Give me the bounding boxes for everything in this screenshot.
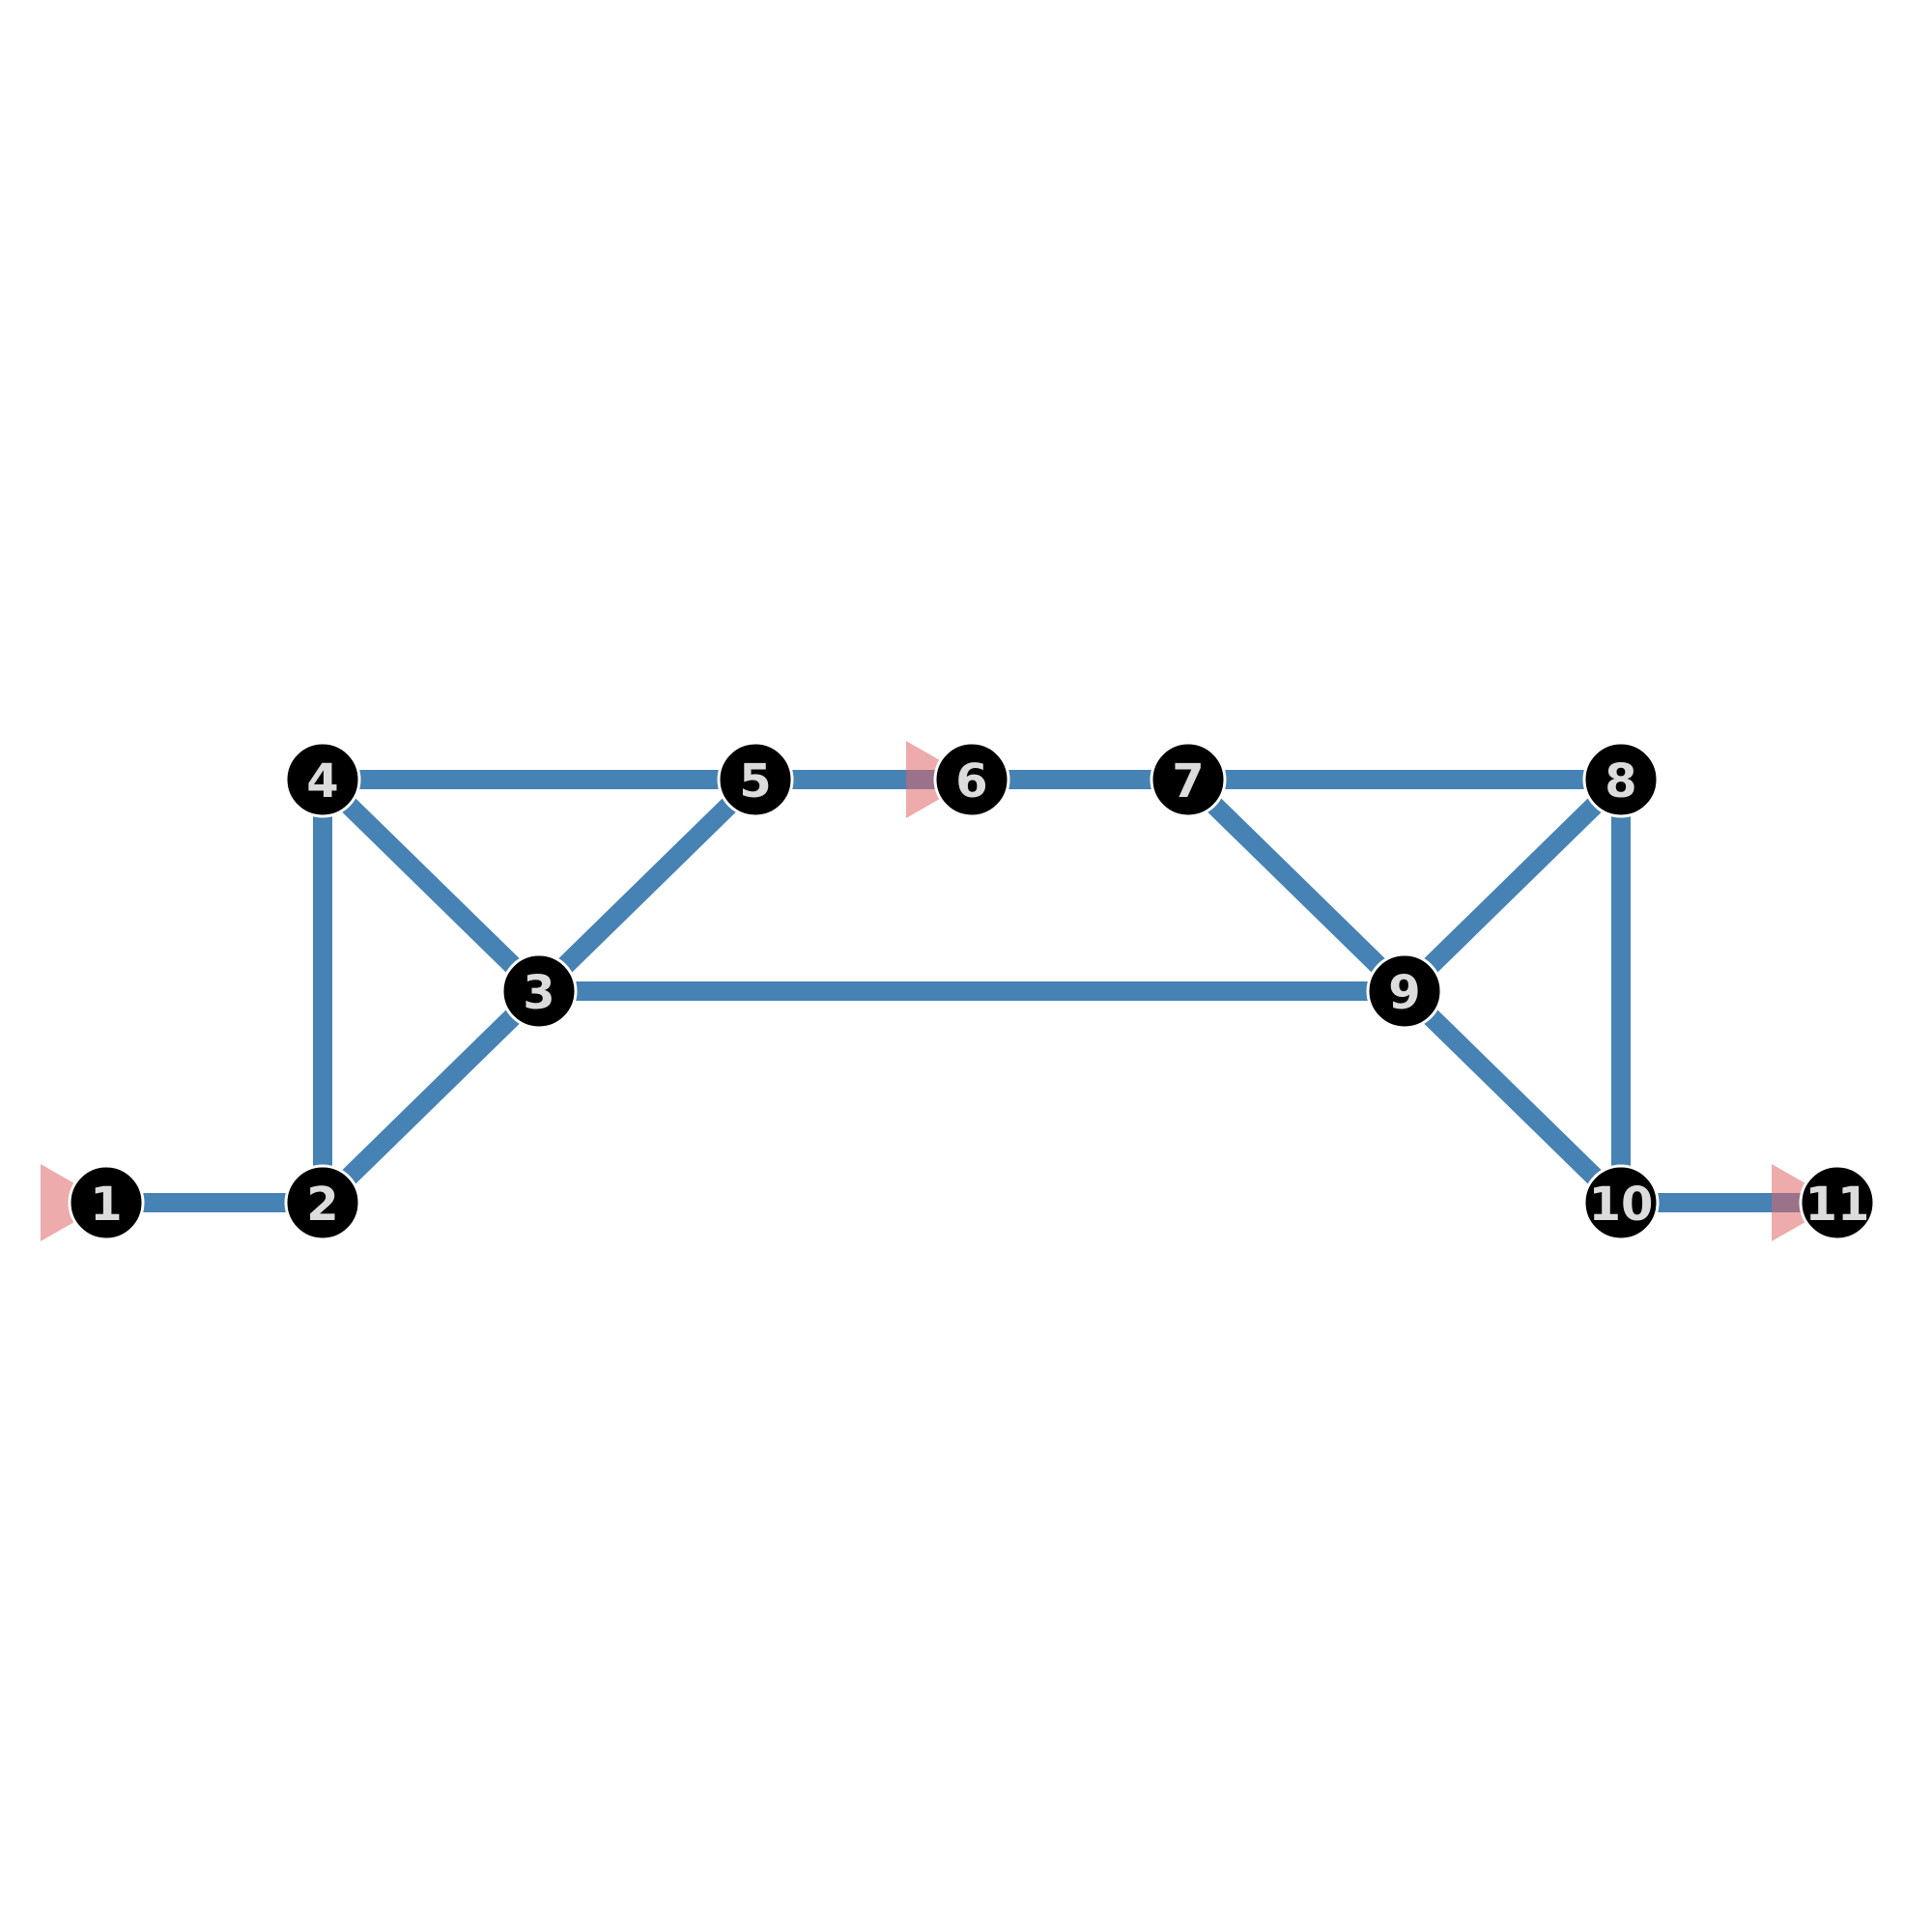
node-9: 9	[1366, 952, 1443, 1030]
node-3: 3	[500, 952, 578, 1030]
nodes-layer: 1 2 3 4 5 6 7 8 9 10 11	[68, 741, 1876, 1241]
node-label: 1	[90, 1178, 122, 1232]
edge-4-3	[316, 772, 546, 999]
edge-9-10	[1398, 983, 1628, 1210]
node-label: 8	[1605, 754, 1636, 809]
node-1: 1	[68, 1164, 145, 1241]
node-circle	[284, 741, 361, 818]
node-6: 6	[933, 741, 1010, 818]
node-circle	[933, 741, 1010, 818]
edges-layer	[106, 770, 1837, 1212]
node-4: 4	[284, 741, 361, 818]
node-10: 10	[1582, 1164, 1660, 1241]
node-label: 6	[955, 754, 987, 809]
node-circle	[1582, 1164, 1660, 1241]
node-7: 7	[1150, 741, 1227, 818]
node-label: 10	[1589, 1178, 1654, 1232]
node-circle	[1582, 741, 1660, 818]
edge-9-8	[1398, 772, 1628, 999]
node-circle	[1799, 1164, 1876, 1241]
node-circle	[68, 1164, 145, 1241]
node-5: 5	[717, 741, 794, 818]
edge-3-5	[532, 772, 762, 999]
node-label: 7	[1172, 754, 1204, 809]
node-label: 5	[739, 754, 771, 809]
node-circle	[717, 741, 794, 818]
node-label: 9	[1388, 966, 1420, 1020]
node-label: 3	[523, 966, 554, 1020]
node-11: 11	[1799, 1164, 1876, 1241]
node-circle	[1366, 952, 1443, 1030]
node-label: 2	[306, 1178, 338, 1232]
node-circle	[284, 1164, 361, 1241]
node-label: 4	[306, 754, 338, 809]
node-circle	[500, 952, 578, 1030]
node-8: 8	[1582, 741, 1660, 818]
edge-2-3	[316, 983, 546, 1210]
edge-7-9	[1181, 772, 1411, 999]
node-label: 11	[1805, 1178, 1870, 1232]
node-circle	[1150, 741, 1227, 818]
node-2: 2	[284, 1164, 361, 1241]
